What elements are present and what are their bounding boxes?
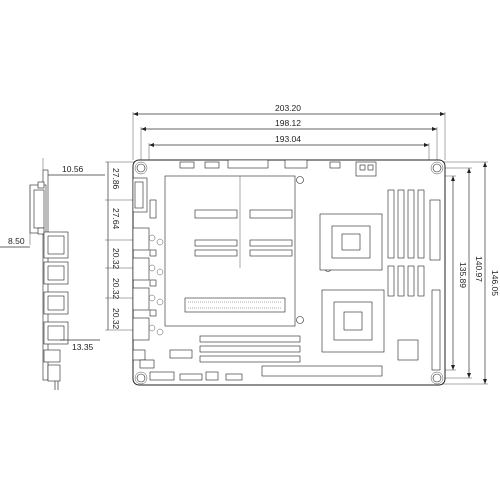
side-dim-left: 8.50 — [0, 236, 30, 248]
dim-hole-span-width: 198.12 — [275, 118, 301, 128]
dim-port-pitch-2: 27.64 — [111, 208, 121, 230]
board — [132, 159, 446, 386]
dim-inner-width: 193.04 — [275, 134, 301, 144]
side-dim-top: 10.56 — [48, 164, 105, 176]
dim-port-pitch-5: 20.32 — [111, 308, 121, 330]
dim-side-left: 8.50 — [8, 236, 25, 246]
dim-overall-width: 203.20 — [275, 103, 301, 113]
dim-hole-span-height: 140.97 — [474, 256, 484, 282]
dim-inner-height: 135.89 — [458, 262, 468, 288]
dim-overall-height: 146.05 — [490, 270, 500, 296]
dim-side-top: 10.56 — [62, 164, 84, 174]
width-dimensions: 203.20 198.12 193.04 — [132, 103, 446, 165]
dim-port-pitch-4: 20.32 — [111, 278, 121, 300]
port-pitch-dimensions: 27.86 27.64 20.32 20.32 20.32 — [105, 161, 135, 331]
dim-port-pitch-3: 20.32 — [111, 248, 121, 270]
side-dim-bottom: 13.35 — [60, 339, 100, 352]
dim-port-pitch-1: 27.86 — [111, 168, 121, 190]
dim-side-bottom: 13.35 — [72, 342, 94, 352]
side-view — [29, 158, 69, 390]
